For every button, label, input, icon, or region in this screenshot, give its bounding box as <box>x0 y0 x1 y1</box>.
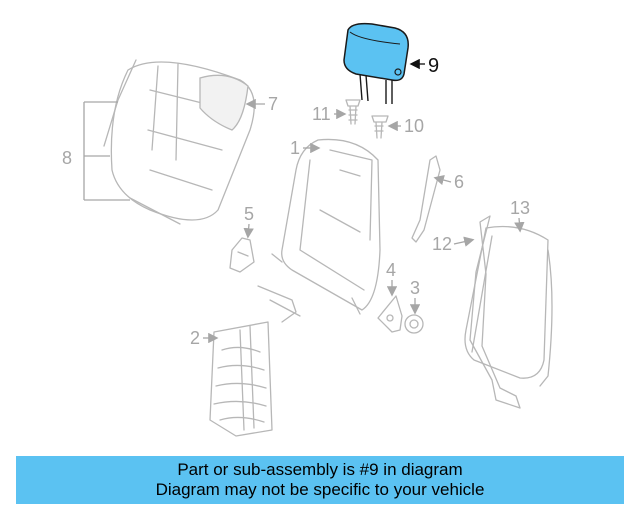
callout-12: 12 <box>432 234 452 254</box>
callout-4: 4 <box>386 260 396 280</box>
callout-6: 6 <box>454 172 464 192</box>
seatback-cushion-part-7 <box>110 61 255 221</box>
bracket-part-5 <box>229 237 255 273</box>
headrest-part-9[interactable] <box>343 22 409 104</box>
callout-7: 7 <box>268 94 278 114</box>
knob-part-3 <box>404 314 424 334</box>
callout-3: 3 <box>410 278 420 298</box>
callout-5: 5 <box>244 204 254 224</box>
callout-10: 10 <box>404 116 424 136</box>
bolt-part-11 <box>345 99 361 125</box>
callout-2: 2 <box>190 328 200 348</box>
lumbar-support-part-2 <box>209 285 301 437</box>
info-banner: Part or sub-assembly is #9 in diagram Di… <box>16 456 624 504</box>
side-trim-part-6 <box>411 155 441 243</box>
rear-panel-part-13 <box>464 225 549 379</box>
seatback-frame-part-1 <box>271 138 381 315</box>
callout-11: 11 <box>312 104 331 124</box>
recliner-cover-part-4 <box>377 295 403 333</box>
exploded-seat-diagram: 9 7 11 10 8 1 6 5 13 12 4 3 2 <box>62 22 553 437</box>
side-trim-part-12 <box>469 215 553 409</box>
callout-1: 1 <box>290 138 300 158</box>
seatback-trim-part-8 <box>103 59 181 225</box>
bolt-part-10 <box>371 115 389 139</box>
banner-line-disclaimer: Diagram may not be specific to your vehi… <box>155 480 485 499</box>
callout-8: 8 <box>62 148 72 168</box>
callout-9: 9 <box>428 55 439 77</box>
callout-13: 13 <box>510 198 530 218</box>
banner-line-part-number: Part or sub-assembly is #9 in diagram <box>177 460 463 479</box>
